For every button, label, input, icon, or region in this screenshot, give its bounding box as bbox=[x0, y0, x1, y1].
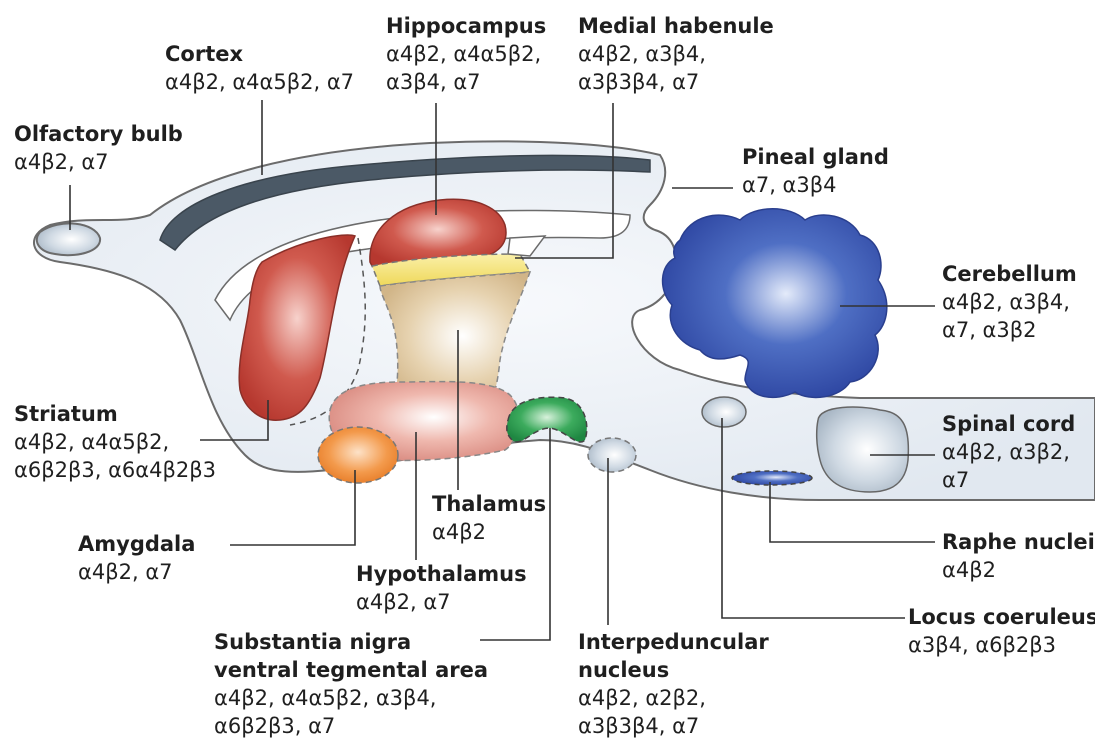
label-substantia-nigra-vta-receptors-2: α6β2β3, α7 bbox=[214, 712, 488, 740]
label-substantia-nigra-vta-receptors-1: α4β2, α4α5β2, α3β4, bbox=[214, 684, 488, 712]
label-medial-habenule: Medial habenule α4β2, α3β4, α3β3β4, α7 bbox=[578, 12, 774, 96]
label-hypothalamus: Hypothalamus α4β2, α7 bbox=[356, 560, 527, 616]
label-thalamus-receptors-1: α4β2 bbox=[432, 518, 546, 546]
label-striatum-receptors-2: α6β2β3, α6α4β2β3 bbox=[14, 456, 216, 484]
label-hippocampus-title: Hippocampus bbox=[386, 12, 546, 40]
label-striatum-receptors-1: α4β2, α4α5β2, bbox=[14, 428, 216, 456]
label-amygdala: Amygdala α4β2, α7 bbox=[78, 530, 195, 586]
label-spinal-cord-title: Spinal cord bbox=[942, 410, 1075, 438]
label-cerebellum-title: Cerebellum bbox=[942, 260, 1077, 288]
label-olfactory-bulb-title: Olfactory bulb bbox=[14, 120, 183, 148]
label-hypothalamus-receptors-1: α4β2, α7 bbox=[356, 588, 527, 616]
label-spinal-cord-receptors-1: α4β2, α3β2, bbox=[942, 438, 1075, 466]
leader-amygdala bbox=[230, 470, 355, 545]
label-olfactory-bulb: Olfactory bulb α4β2, α7 bbox=[14, 120, 183, 176]
label-raphe-nuclei-receptors-1: α4β2 bbox=[942, 556, 1095, 584]
label-cortex-title: Cortex bbox=[165, 40, 354, 68]
label-hippocampus: Hippocampus α4β2, α4α5β2, α3β4, α7 bbox=[386, 12, 546, 96]
label-substantia-nigra-vta-title: Substantia nigra ventral tegmental area bbox=[214, 628, 488, 684]
label-spinal-cord: Spinal cord α4β2, α3β2, α7 bbox=[942, 410, 1075, 494]
label-striatum: Striatum α4β2, α4α5β2, α6β2β3, α6α4β2β3 bbox=[14, 400, 216, 484]
label-cerebellum-receptors-2: α7, α3β2 bbox=[942, 316, 1077, 344]
raphe-nuclei-shape bbox=[732, 471, 812, 485]
label-locus-coeruleus-receptors-1: α3β4, α6β2β3 bbox=[908, 631, 1095, 659]
locus-coeruleus-shape bbox=[702, 397, 746, 427]
label-locus-coeruleus-title: Locus coeruleus bbox=[908, 603, 1095, 631]
label-cerebellum: Cerebellum α4β2, α3β4, α7, α3β2 bbox=[942, 260, 1077, 344]
label-interpeduncular-nucleus-receptors-2: α3β3β4, α7 bbox=[578, 712, 769, 740]
label-medial-habenule-title: Medial habenule bbox=[578, 12, 774, 40]
label-amygdala-receptors-1: α4β2, α7 bbox=[78, 558, 195, 586]
label-pineal-gland: Pineal gland α7, α3β4 bbox=[742, 143, 889, 199]
label-interpeduncular-nucleus-receptors-1: α4β2, α2β2, bbox=[578, 684, 769, 712]
label-cerebellum-receptors-1: α4β2, α3β4, bbox=[942, 288, 1077, 316]
cerebellum-shape bbox=[663, 209, 887, 398]
label-medial-habenule-receptors-2: α3β3β4, α7 bbox=[578, 68, 774, 96]
olfactory-bulb-shape bbox=[37, 223, 100, 255]
label-pineal-gland-receptors-1: α7, α3β4 bbox=[742, 171, 889, 199]
label-substantia-nigra-vta: Substantia nigra ventral tegmental area … bbox=[214, 628, 488, 740]
label-hypothalamus-title: Hypothalamus bbox=[356, 560, 527, 588]
label-pineal-gland-title: Pineal gland bbox=[742, 143, 889, 171]
amygdala-shape bbox=[318, 427, 398, 483]
label-cortex: Cortex α4β2, α4α5β2, α7 bbox=[165, 40, 354, 96]
spinal-cord-shape bbox=[817, 407, 909, 492]
ipn-shape bbox=[588, 438, 636, 472]
label-striatum-title: Striatum bbox=[14, 400, 216, 428]
label-spinal-cord-receptors-2: α7 bbox=[942, 466, 1075, 494]
label-medial-habenule-receptors-1: α4β2, α3β4, bbox=[578, 40, 774, 68]
label-thalamus: Thalamus α4β2 bbox=[432, 490, 546, 546]
label-hippocampus-receptors-2: α3β4, α7 bbox=[386, 68, 546, 96]
label-cortex-receptors-1: α4β2, α4α5β2, α7 bbox=[165, 68, 354, 96]
label-olfactory-bulb-receptors-1: α4β2, α7 bbox=[14, 148, 183, 176]
label-hippocampus-receptors-1: α4β2, α4α5β2, bbox=[386, 40, 546, 68]
label-interpeduncular-nucleus-title: Interpeduncular nucleus bbox=[578, 628, 769, 684]
label-raphe-nuclei-title: Raphe nuclei bbox=[942, 528, 1095, 556]
label-amygdala-title: Amygdala bbox=[78, 530, 195, 558]
label-thalamus-title: Thalamus bbox=[432, 490, 546, 518]
label-interpeduncular-nucleus: Interpeduncular nucleus α4β2, α2β2, α3β3… bbox=[578, 628, 769, 740]
label-raphe-nuclei: Raphe nuclei α4β2 bbox=[942, 528, 1095, 584]
label-locus-coeruleus: Locus coeruleus α3β4, α6β2β3 bbox=[908, 603, 1095, 659]
